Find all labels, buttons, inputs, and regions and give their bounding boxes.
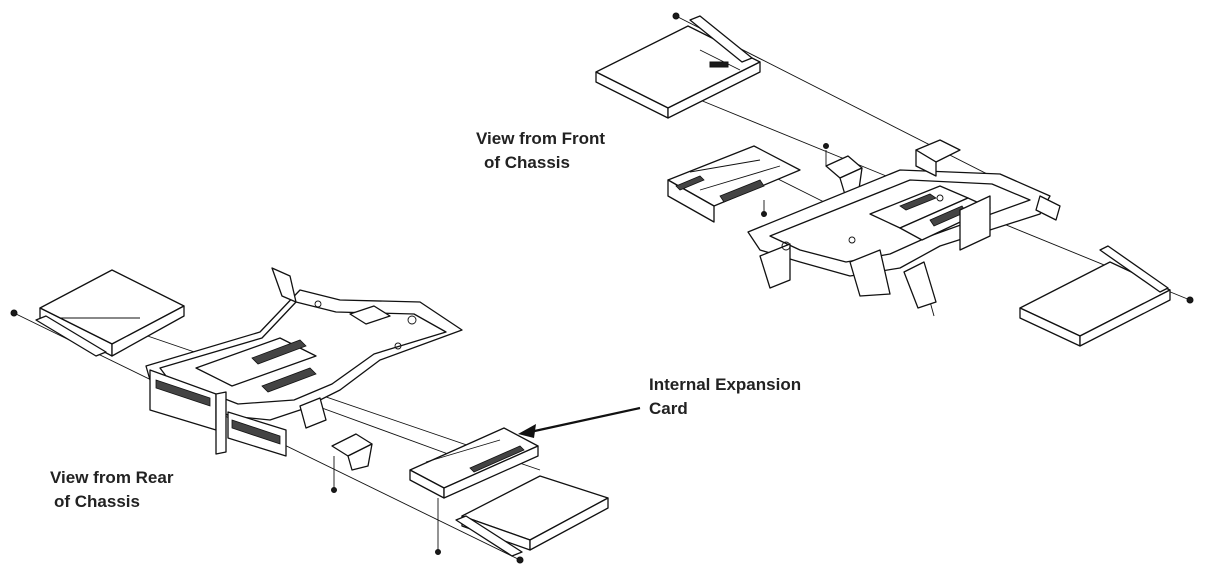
rear-view-label-line2: of Chassis xyxy=(54,492,140,511)
internal-expansion-card xyxy=(410,428,538,555)
rear-top-card xyxy=(36,270,184,356)
rear-riser-bracket xyxy=(146,268,462,456)
rear-bottom-card xyxy=(456,476,608,563)
front-riser-board xyxy=(668,146,800,222)
callout-arrow xyxy=(518,408,640,438)
screw-icon xyxy=(517,557,523,563)
front-view-assembly xyxy=(596,13,1193,346)
screw-icon xyxy=(436,550,441,555)
front-view-label: View from Front of Chassis xyxy=(476,127,605,175)
rear-view-assembly xyxy=(11,268,640,563)
rear-alignment-line xyxy=(300,400,470,462)
front-top-card xyxy=(596,16,760,118)
screw-icon xyxy=(673,13,679,19)
rear-view-label: View from Rear of Chassis xyxy=(50,466,173,514)
card-label-line1: Internal Expansion xyxy=(649,375,802,394)
internal-expansion-card-label: Internal Expansion Card xyxy=(649,373,801,421)
screw-icon xyxy=(332,488,337,493)
rear-view-label-line1: View from Rear xyxy=(50,468,174,487)
screw-icon xyxy=(1187,297,1193,303)
front-riser-bracket xyxy=(748,140,1060,316)
card-label-line2: Card xyxy=(649,399,688,418)
rear-small-bracket xyxy=(332,434,373,493)
front-view-label-line1: View from Front xyxy=(476,129,606,148)
front-bottom-card xyxy=(1020,246,1193,346)
screw-icon xyxy=(11,310,17,316)
front-view-label-line2: of Chassis xyxy=(484,153,570,172)
